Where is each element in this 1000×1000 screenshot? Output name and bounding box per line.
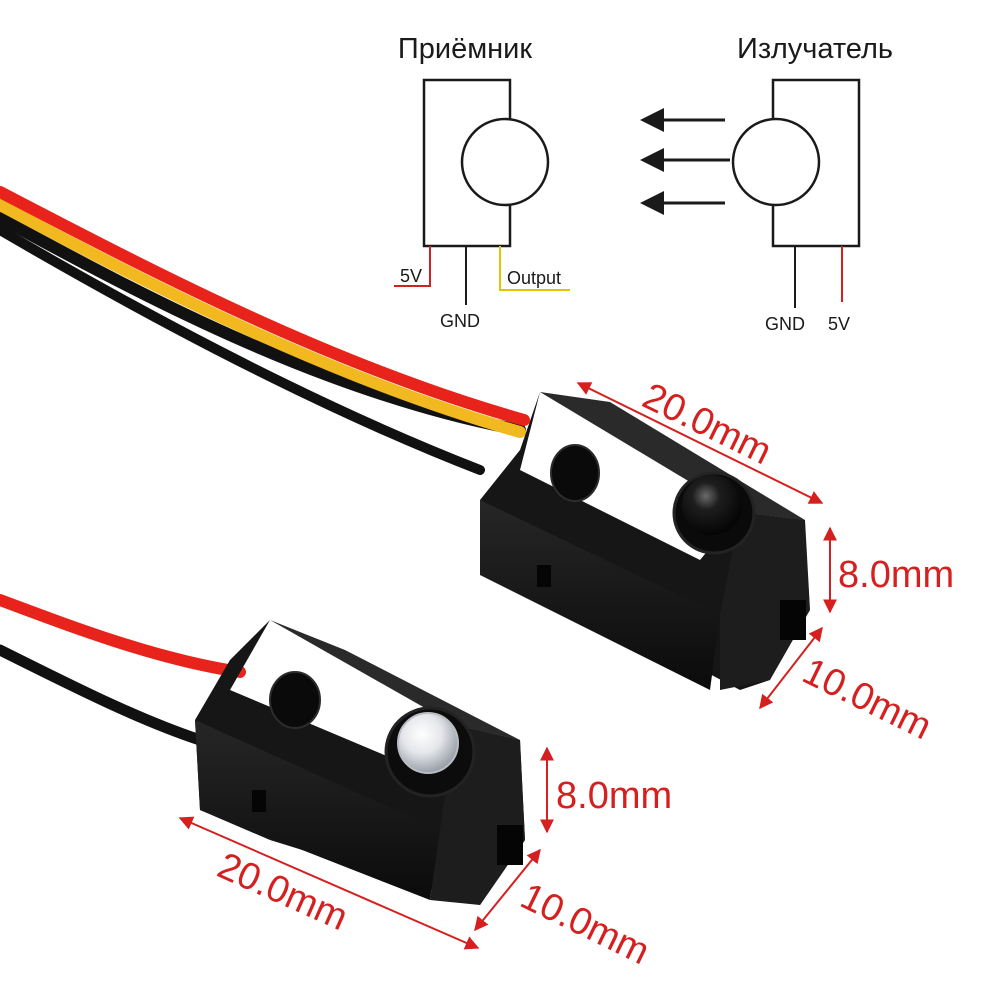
emitter-wires xyxy=(0,594,246,746)
receiver-5v-lead xyxy=(394,246,431,287)
receiver-pin-gnd-label: GND xyxy=(440,311,480,331)
arrow-left-icon xyxy=(640,108,664,132)
emitter-title: Излучатель xyxy=(737,33,893,65)
emitter-pin-5v-label: 5V xyxy=(828,314,850,334)
emitter-depth-label: 10.0mm xyxy=(514,875,656,973)
receiver-depth-arrow xyxy=(759,626,823,710)
arrow-left-icon xyxy=(640,191,664,215)
receiver-output-lead xyxy=(499,246,570,291)
receiver-depth-label: 10.0mm xyxy=(796,650,938,748)
emitter-lens xyxy=(397,712,459,774)
receiver-sensor-symbol xyxy=(460,117,550,207)
emission-arrows xyxy=(640,108,730,215)
receiver-schematic: Приёмник 5V GND Output xyxy=(394,33,570,331)
receiver-wires xyxy=(0,186,530,475)
receiver-mount-hole xyxy=(550,444,600,502)
receiver-length-arrow xyxy=(576,382,824,504)
receiver-lens xyxy=(682,475,742,535)
emitter-pin-gnd-label: GND xyxy=(765,314,805,334)
emitter-schematic: Излучатель GND 5V xyxy=(640,33,893,334)
emitter-led-symbol xyxy=(731,117,821,207)
receiver-height-label: 8.0mm xyxy=(838,554,954,596)
receiver-pin-output-label: Output xyxy=(507,268,561,288)
emitter-length-arrow xyxy=(178,816,480,950)
receiver-pin-5v-label: 5V xyxy=(400,266,422,286)
receiver-title: Приёмник xyxy=(398,33,532,65)
emitter-height-label: 8.0mm xyxy=(556,775,672,817)
emitter-mount-hole xyxy=(269,671,321,729)
emitter-depth-arrow xyxy=(474,848,541,932)
arrow-left-icon xyxy=(640,148,664,172)
